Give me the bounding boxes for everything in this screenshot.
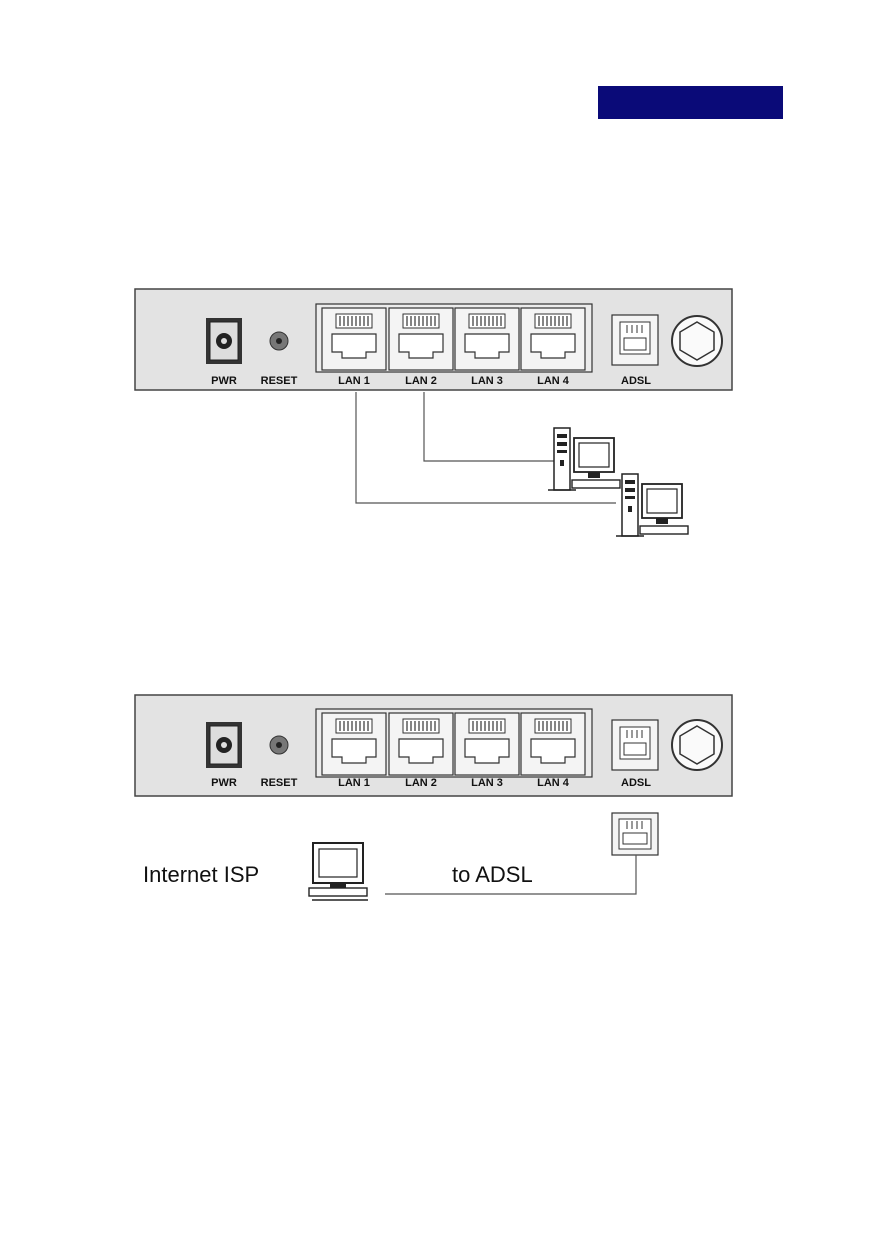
antenna-connector-icon (672, 720, 722, 770)
reset-button-icon (270, 736, 288, 754)
computer-icon (309, 843, 368, 900)
adsl-label: ADSL (621, 375, 651, 387)
lan1-port-icon (322, 713, 386, 775)
pwr-label: PWR (211, 375, 237, 387)
router-back-panel: PWR RESET LAN 1 LAN 2 LAN 3 LAN 4 ADSL (135, 695, 732, 796)
lan2-cable (424, 392, 556, 461)
lan2-label: LAN 2 (405, 375, 437, 387)
adsl-connection-diagram: PWR RESET LAN 1 LAN 2 LAN 3 LAN 4 ADSL I… (0, 680, 891, 1100)
lan2-label: LAN 2 (405, 777, 437, 789)
reset-label: RESET (261, 777, 298, 789)
lan3-port-icon (455, 713, 519, 775)
lan3-label: LAN 3 (471, 777, 503, 789)
adsl-port-icon (612, 720, 658, 770)
power-jack-icon (206, 722, 242, 768)
lan3-port-icon (455, 308, 519, 370)
phone-jack-icon (612, 813, 658, 855)
adsl-port-icon (612, 315, 658, 365)
power-jack-icon (206, 318, 242, 364)
lan2-port-icon (389, 308, 453, 370)
lan1-label: LAN 1 (338, 375, 370, 387)
lan3-label: LAN 3 (471, 375, 503, 387)
router-back-panel: PWR RESET LAN 1 LAN 2 LAN 3 LAN 4 ADSL (135, 289, 732, 390)
lan1-port-icon (322, 308, 386, 370)
antenna-connector-icon (672, 316, 722, 366)
lan1-label: LAN 1 (338, 777, 370, 789)
computer-icon (548, 428, 620, 490)
pwr-label: PWR (211, 777, 237, 789)
adsl-label: ADSL (621, 777, 651, 789)
lan-connection-diagram: PWR RESET LAN 1 LAN 2 LAN 3 LAN 4 ADSL (0, 0, 891, 600)
internet-isp-label: Internet ISP (143, 862, 259, 887)
computer-icon (616, 474, 688, 536)
lan4-label: LAN 4 (537, 777, 570, 789)
lan4-port-icon (521, 308, 585, 370)
lan2-port-icon (389, 713, 453, 775)
lan4-label: LAN 4 (537, 375, 570, 387)
reset-label: RESET (261, 375, 298, 387)
to-adsl-label: to ADSL (452, 862, 533, 887)
reset-button-icon (270, 332, 288, 350)
lan4-port-icon (521, 713, 585, 775)
